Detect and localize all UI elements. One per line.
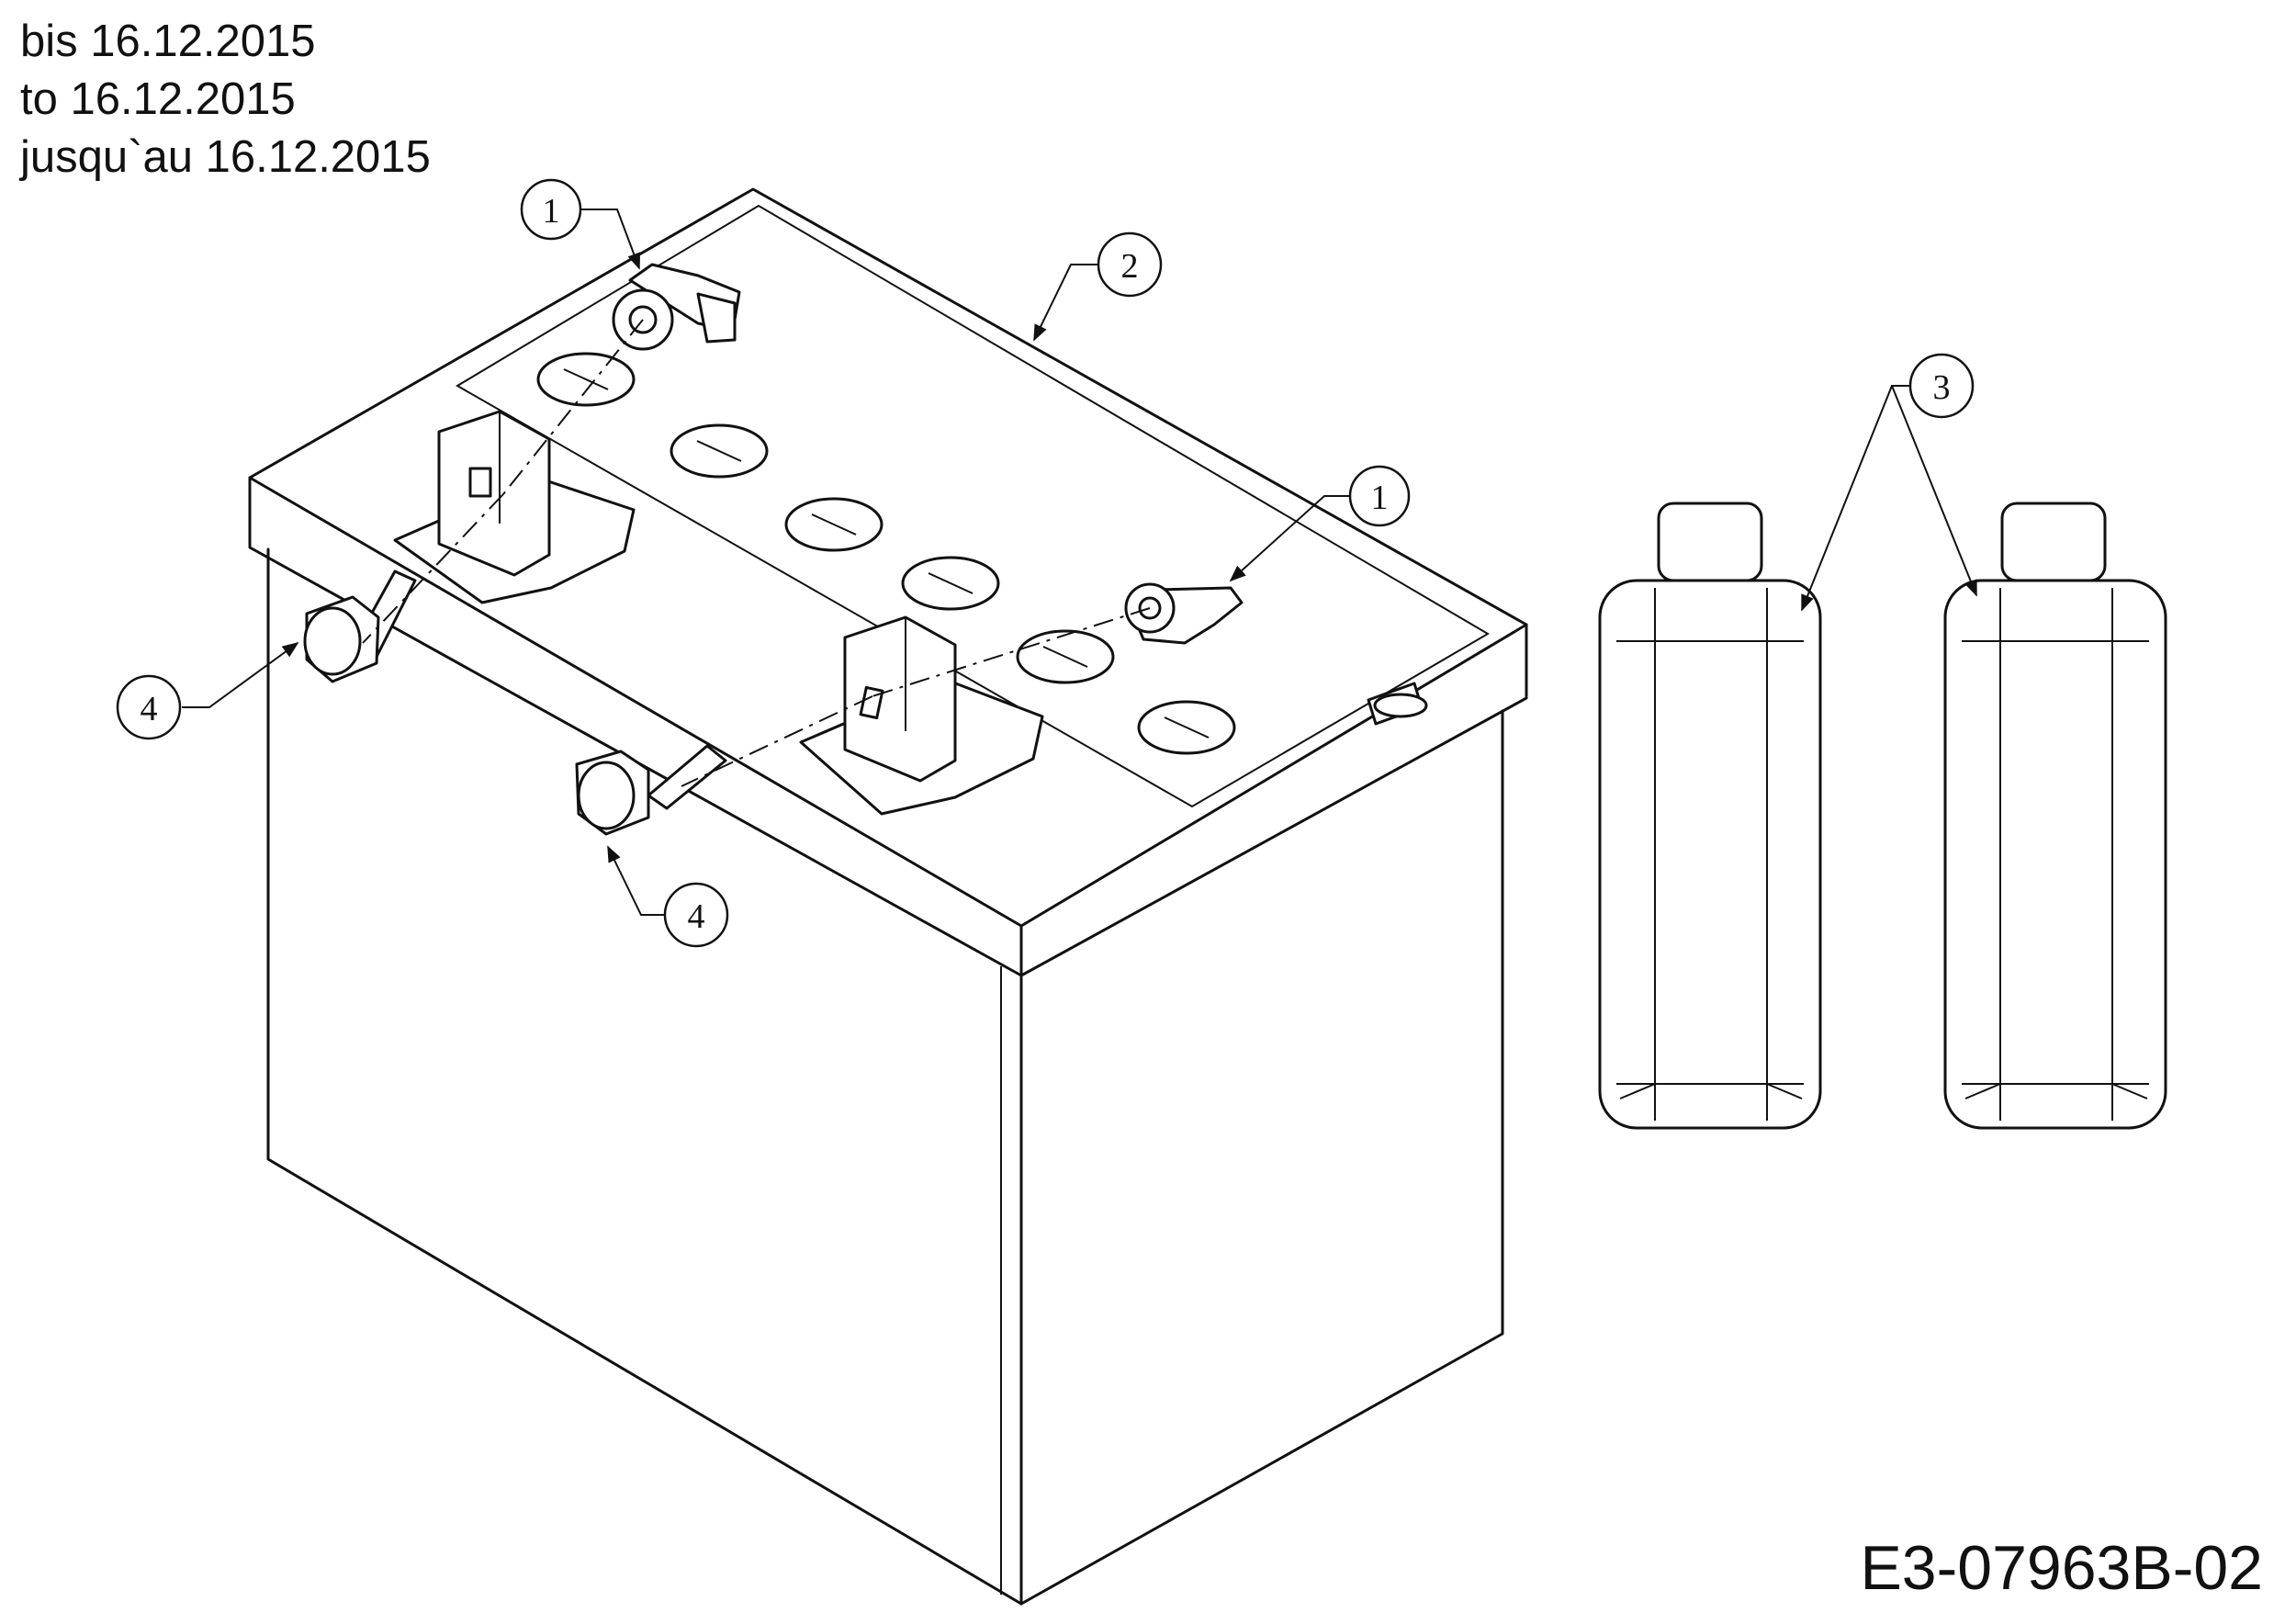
battery-case-front <box>266 547 1023 1606</box>
hex-bolt-right <box>575 744 727 836</box>
callout-2: 2 <box>1097 231 1163 298</box>
battery-lid-rim-right <box>1019 623 1528 977</box>
vent-caps <box>536 352 1236 755</box>
svg-text:4: 4 <box>688 897 705 936</box>
svg-text:4: 4 <box>141 690 158 728</box>
callout-4-right: 4 <box>663 882 729 948</box>
battery-case-side <box>1019 709 1504 1606</box>
terminal-right <box>799 615 1044 816</box>
drawing-code: E3-07963B-02 <box>1860 1533 2263 1603</box>
leader-1-upper <box>580 209 641 270</box>
electrolyte-bottle-right <box>1943 502 2167 1130</box>
battery <box>248 187 1528 1606</box>
leader-1-lower <box>1229 495 1350 582</box>
leader-3-right <box>1891 385 1977 597</box>
svg-text:3: 3 <box>1933 368 1951 407</box>
validity-line-en: to 16.12.2015 <box>20 74 296 124</box>
svg-text:1: 1 <box>1371 479 1389 517</box>
callout-4-left: 4 <box>116 674 182 740</box>
leader-4-right <box>607 845 665 916</box>
svg-text:1: 1 <box>543 192 560 231</box>
validity-line-fr: jusqu`au 16.12.2015 <box>20 132 431 182</box>
wing-nut-upper <box>612 263 741 351</box>
leader-3-left <box>1801 385 1910 612</box>
svg-text:2: 2 <box>1121 247 1139 286</box>
leader-4-left <box>182 641 299 708</box>
hex-bolt-left <box>303 570 417 683</box>
wing-nut-lower <box>1124 582 1244 645</box>
validity-line-de: bis 16.12.2015 <box>20 17 316 66</box>
callout-1-upper: 1 <box>520 178 582 241</box>
callout-3: 3 <box>1908 353 1975 419</box>
terminal-left <box>393 410 636 604</box>
leader-2 <box>1033 264 1098 342</box>
validity-header: bis 16.12.2015 to 16.12.2015 jusqu`au 16… <box>20 13 431 186</box>
callout-1-lower: 1 <box>1348 465 1411 527</box>
electrolyte-bottle-left <box>1598 502 1822 1130</box>
